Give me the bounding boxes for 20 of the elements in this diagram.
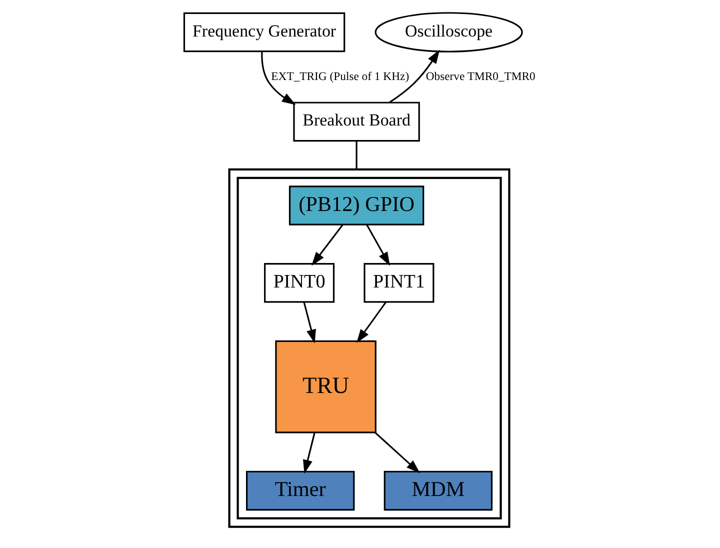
node-box: PINT0 xyxy=(264,263,335,303)
arrow xyxy=(261,52,296,105)
node-box: PINT1 xyxy=(364,263,434,303)
node-box: (PB12) GPIO xyxy=(288,186,424,226)
arrow xyxy=(303,432,316,474)
edge-label: Observe TMR0_TMR0 xyxy=(426,70,536,84)
node-box: Frequency Generator xyxy=(183,12,346,52)
node-box: MDM xyxy=(384,470,493,511)
arrow xyxy=(366,224,390,266)
connector xyxy=(356,140,358,170)
node-box: TRU xyxy=(275,340,376,434)
arrow xyxy=(356,302,387,343)
node-box: Breakout Board xyxy=(293,102,420,142)
arrow xyxy=(312,224,344,266)
arrow xyxy=(303,302,316,344)
arrow xyxy=(388,50,440,104)
arrow xyxy=(374,432,420,474)
node-ellipse: Oscilloscope xyxy=(374,12,523,52)
edge-label: EXT_TRIG (Pulse of 1 KHz) xyxy=(271,70,410,84)
node-box: Timer xyxy=(246,470,355,511)
